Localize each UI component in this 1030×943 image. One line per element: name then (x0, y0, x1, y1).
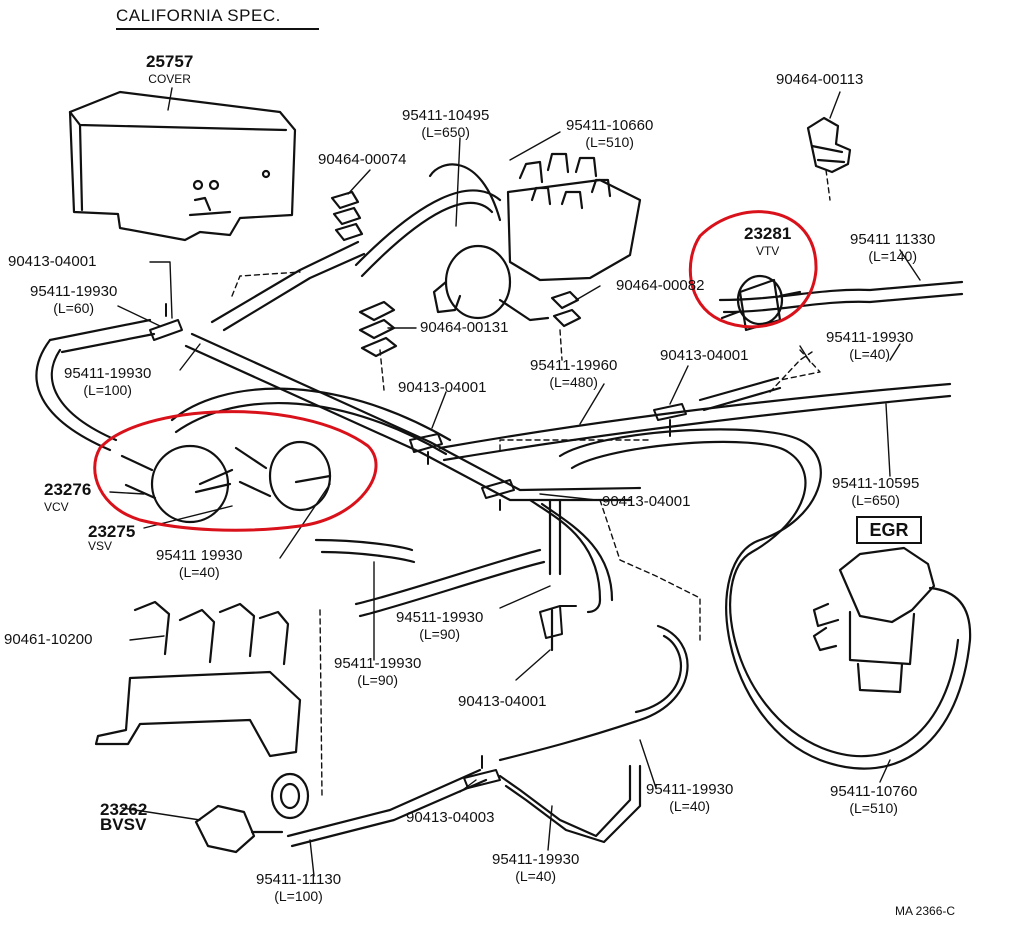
distributor-part (432, 152, 642, 322)
label-h19930-90: 95411-19930(L=90) (334, 655, 422, 689)
vcv-vsv-part (120, 440, 332, 524)
label-h19930-60: 95411-19930(L=60) (30, 283, 118, 317)
label-f04001-lower: 90413-04001 (458, 693, 547, 710)
highlight-marks (93, 210, 818, 532)
label-h19960: 95411-19960(L=480) (530, 357, 618, 391)
cover-part (68, 90, 297, 242)
highlight-vcv-vsv-circle (93, 410, 378, 532)
label-f00131: 90464-00131 (420, 319, 509, 336)
figure-reference: MA 2366-C (895, 904, 956, 918)
label-h10595: 95411-10595(L=650) (832, 475, 920, 509)
label-h11130: 95411-11130(L=100) (256, 871, 342, 905)
vtv-part (720, 274, 802, 332)
egr-valve-part (812, 546, 936, 694)
label-f04001-mid: 90413-04001 (398, 379, 487, 396)
label-f04001-center: 90413-04001 (602, 493, 691, 510)
label-h19930-b40b: 95411-19930(L=40) (492, 851, 580, 885)
label-h94511: 94511-19930(L=90) (396, 609, 484, 643)
label-h11330: 95411 11330(L=140) (850, 231, 936, 265)
label-h19930-vsv40: 95411 19930(L=40) (156, 547, 243, 581)
hose-network (35, 163, 972, 848)
highlight-vtv-circle (688, 210, 818, 329)
fitting-clip-00131 (358, 300, 398, 358)
label-h10495: 95411-10495(L=650) (402, 107, 490, 141)
label-h19930-r40: 95411-19930(L=40) (826, 329, 914, 363)
label-bracket: 90461-10200 (4, 631, 93, 648)
label-h19930-100: 95411-19930(L=100) (64, 365, 152, 399)
label-f04001-right: 90413-04001 (660, 347, 749, 364)
label-h19930-b40a: 95411-19930(L=40) (646, 781, 734, 815)
egr-tag: EGR (856, 516, 922, 544)
label-f00082: 90464-00082 (616, 277, 705, 294)
diagram-title: CALIFORNIA SPEC. (116, 6, 319, 30)
fitting-clip-00074 (330, 190, 364, 242)
label-h10660: 95411-10660(L=510) (566, 117, 654, 151)
label-f00113: 90464-00113 (776, 71, 864, 88)
tee-connectors (149, 303, 687, 789)
fitting-clip-00082 (550, 290, 582, 328)
bvsv-part (194, 772, 310, 854)
label-f00074: 90464-00074 (318, 151, 407, 168)
label-f04001-left: 90413-04001 (8, 253, 97, 270)
routing-guides (231, 169, 831, 797)
label-f04003: 90413-04003 (406, 809, 495, 826)
label-h10760: 95411-10760(L=510) (830, 783, 918, 817)
fitting-clip-00113 (806, 116, 852, 174)
bracket-part (94, 600, 302, 758)
leader-lines (109, 87, 921, 877)
